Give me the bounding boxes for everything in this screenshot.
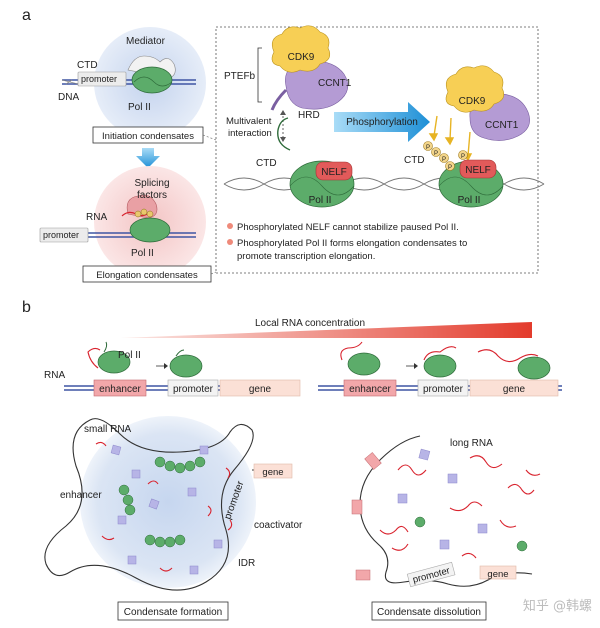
- cdk9-label-left: CDK9: [288, 52, 315, 63]
- note-2-line-1: Phosphorylated Pol II forms elongation c…: [237, 238, 467, 249]
- ptefb-label: PTEFb: [224, 71, 256, 82]
- rna-label-elongation: RNA: [86, 212, 107, 223]
- ctd-label-initiation: CTD: [77, 60, 98, 71]
- cdk9-ccnt1-right: [445, 65, 530, 141]
- ccnt1-label-right: CCNT1: [485, 120, 519, 131]
- dna-label: DNA: [58, 92, 79, 103]
- small-rna-label: small RNA: [84, 424, 132, 435]
- phosphorylation-arrow: [334, 102, 430, 142]
- rna-gradient-wedge: [120, 322, 532, 338]
- linear-gene-left: [64, 341, 301, 397]
- zoom-connector-bottom: [210, 271, 217, 275]
- idr-label: IDR: [238, 558, 255, 569]
- formation-box: [117, 601, 229, 621]
- multivalent-label-2: interaction: [228, 128, 272, 139]
- ptefb-bracket: [257, 47, 262, 103]
- promoter-label-left: promoter: [173, 384, 214, 395]
- note-bullet-2: [227, 239, 233, 245]
- pol2-nelf-left: [277, 117, 355, 208]
- rna-label-b: RNA: [44, 370, 65, 381]
- watermark: 知乎 @韩螺: [523, 598, 592, 614]
- elongation-condensate: [39, 166, 206, 278]
- pol2-label-elongation: Pol II: [131, 248, 154, 259]
- enhancer-label-formation: enhancer: [60, 490, 102, 501]
- down-arrow: [136, 148, 160, 168]
- gene-label-left: gene: [249, 384, 272, 395]
- pol2-label-b: Pol II: [118, 350, 141, 361]
- yellow-arrows: [428, 115, 473, 162]
- detail-box: [215, 26, 539, 274]
- note-1: Phosphorylated NELF cannot stabilize pau…: [237, 222, 459, 233]
- note-2-line-2: promote transcription elongation.: [237, 251, 375, 262]
- panel-a-letter: a: [22, 7, 31, 24]
- pol2-label-left: Pol II: [309, 195, 332, 206]
- enhancer-label-right: enhancer: [349, 384, 391, 395]
- long-rna-label: long RNA: [450, 438, 493, 449]
- p-badge-2: P: [434, 151, 438, 157]
- ccnt1-label-left: CCNT1: [318, 78, 352, 89]
- cdk9-ccnt1-left: [270, 25, 349, 111]
- promoter-label-right: promoter: [423, 384, 464, 395]
- cdk9-label-right: CDK9: [459, 96, 486, 107]
- multivalent-arrowhead-up: [280, 110, 286, 115]
- condensate-formation: [44, 416, 293, 591]
- pol2-nelf-right: [423, 141, 504, 208]
- enhancer-label-left: enhancer: [99, 384, 141, 395]
- elongation-box-label: Elongation condensates: [96, 270, 198, 281]
- linear-gene-right: [318, 341, 562, 397]
- p-badge-4: P: [448, 165, 452, 171]
- splicing-label-1: Splicing: [134, 178, 169, 189]
- zoom-connector-top: [202, 134, 217, 141]
- nelf-label-right: NELF: [465, 165, 491, 176]
- gene-label-dissolution: gene: [487, 569, 508, 580]
- ctd-label-left: CTD: [256, 158, 277, 169]
- dissolution-box: [371, 601, 487, 621]
- initiation-box-label: Initiation condensates: [102, 131, 194, 142]
- promoter-label-elongation: promoter: [43, 230, 79, 240]
- multivalent-arrowhead-down: [280, 137, 286, 142]
- formation-box-label: Condensate formation: [124, 607, 222, 618]
- gene-label-right: gene: [503, 384, 526, 395]
- splicing-label-2: factors: [137, 190, 167, 201]
- panel-b-letter: b: [22, 299, 31, 316]
- nelf-label-left: NELF: [321, 167, 347, 178]
- mediator-label: Mediator: [126, 36, 166, 47]
- coactivator-label: coactivator: [254, 520, 303, 531]
- note-bullet-1: [227, 223, 233, 229]
- pol2-label-right: Pol II: [458, 195, 481, 206]
- multivalent-label-1: Multivalent: [226, 116, 272, 127]
- p-badge-1: P: [426, 145, 430, 151]
- initiation-condensate: [61, 27, 206, 139]
- promoter-label-initiation: promoter: [81, 74, 117, 84]
- dissolution-box-label: Condensate dissolution: [377, 607, 481, 618]
- phosphorylation-label: Phosphorylation: [346, 117, 418, 128]
- condensate-dissolution: [351, 435, 541, 588]
- p-badge-3: P: [442, 157, 446, 163]
- gene-label-formation: gene: [262, 467, 283, 478]
- ctd-label-right: CTD: [404, 155, 425, 166]
- rna-gradient-label: Local RNA concentration: [255, 318, 365, 329]
- pol2-label-initiation: Pol II: [128, 102, 151, 113]
- hrd-label: HRD: [298, 110, 320, 121]
- p-badge-5: P: [461, 154, 465, 160]
